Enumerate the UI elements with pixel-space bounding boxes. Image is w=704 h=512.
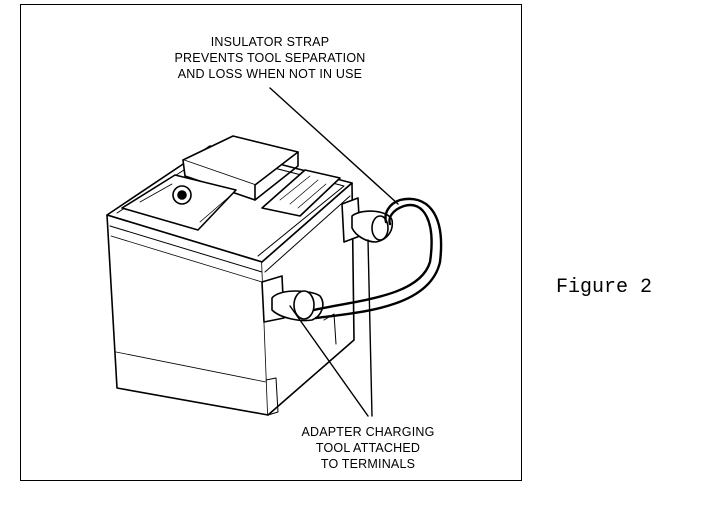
callout-line: AND LOSS WHEN NOT IN USE [177,67,363,81]
bottom-leader-right [367,239,373,417]
callout-line: PREVENTS TOOL SEPARATION [174,51,366,65]
insulator-strap [312,203,433,312]
top-leader-line [269,87,399,205]
callout-line: INSULATOR STRAP [210,35,330,49]
figure-frame [20,4,522,481]
top-label-panel [261,169,341,217]
insulator-strap-callout: INSULATOR STRAP PREVENTS TOOL SEPARATION… [150,34,390,82]
callout-line: TO TERMINALS [320,457,416,471]
bottom-leader-left [289,305,369,417]
adapter-tool-callout: ADAPTER CHARGING TOOL ATTACHED TO TERMIN… [268,424,468,472]
figure-caption: Figure 2 [556,276,653,299]
hydrometer-cap [121,174,237,231]
callout-line: ADAPTER CHARGING [301,425,435,439]
callout-line: TOOL ATTACHED [315,441,421,455]
